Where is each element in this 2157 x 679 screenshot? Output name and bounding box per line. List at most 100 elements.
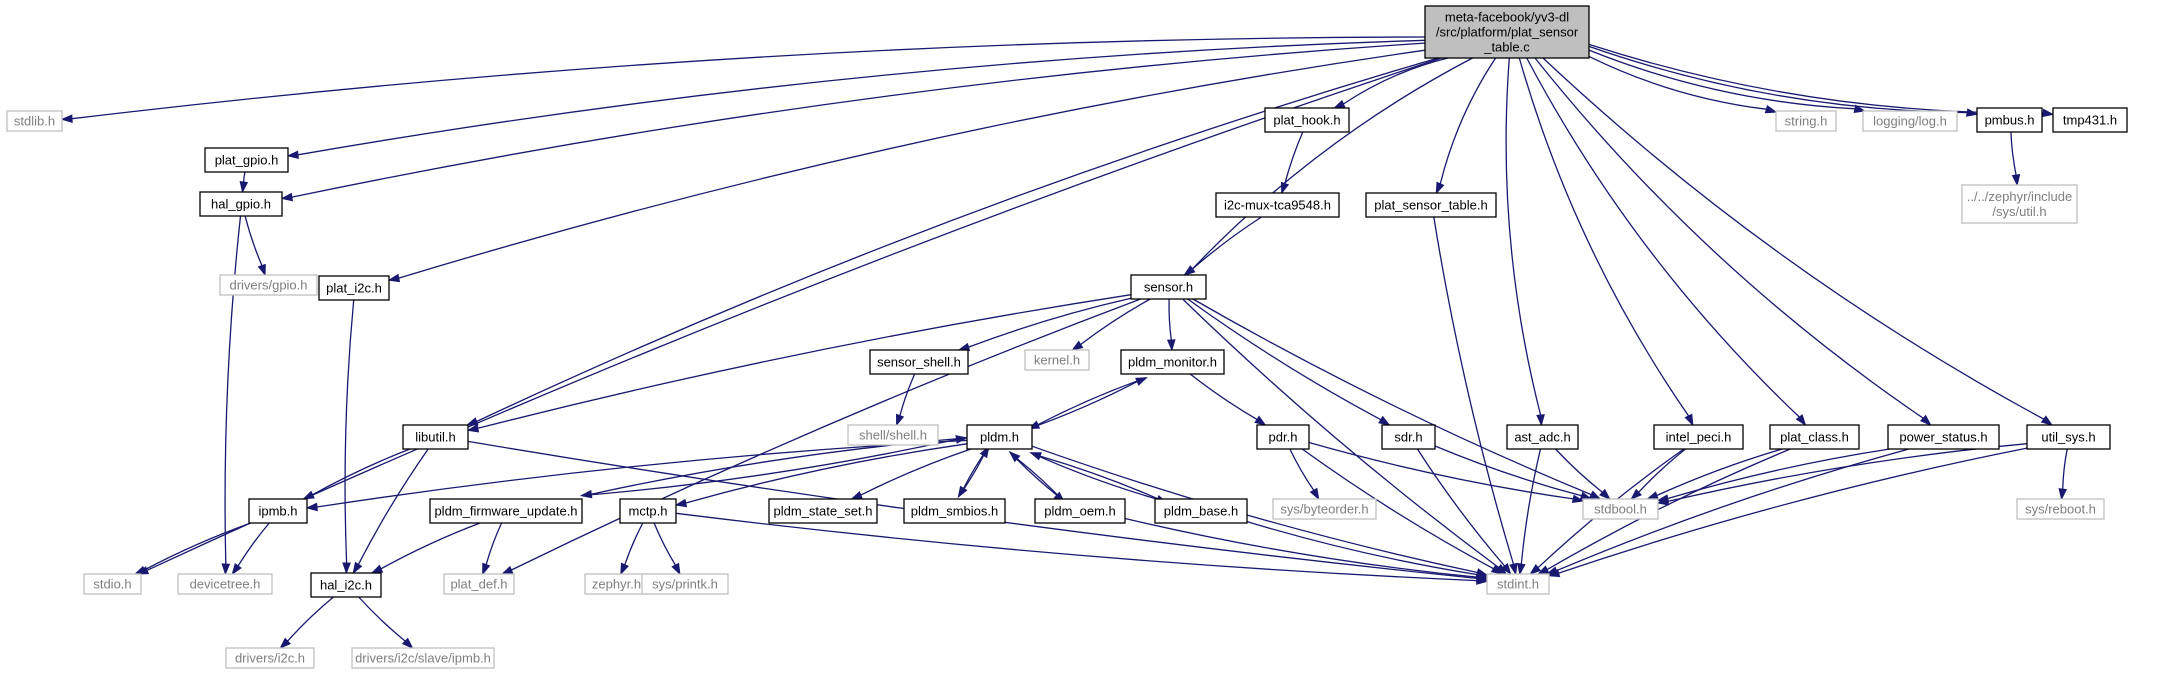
edge-ast_adc-to-stdbool (1555, 448, 1611, 500)
edge-sensor_shell-to-shell (895, 373, 916, 427)
node-plat-i2c[interactable]: plat_i2c.h (318, 275, 390, 301)
edge-hal_gpio-to-devicetree (221, 215, 242, 576)
node-label: plat_sensor_table.h (1374, 198, 1487, 213)
node-label: meta-facebook/yv3-dl (1445, 10, 1569, 25)
node-zephyr-util: ../../zephyr/include/sys/util.h (1961, 184, 2078, 224)
node-label: sensor.h (1144, 280, 1193, 295)
edge-root-to-plat_hook (1332, 57, 1449, 109)
node-hal-gpio[interactable]: hal_gpio.h (199, 191, 283, 217)
node-plat-hook[interactable]: plat_hook.h (1264, 107, 1350, 133)
edge-mctp-to-stdint (675, 512, 1489, 585)
node-drivers-gpio: drivers/gpio.h (219, 274, 318, 296)
node-label: shell/shell.h (859, 428, 927, 443)
node-pldm-oem[interactable]: pldm_oem.h (1034, 498, 1126, 524)
node-ipmb[interactable]: ipmb.h (248, 498, 308, 524)
node-mux[interactable]: i2c-mux-tca9548.h (1215, 192, 1340, 218)
edge-root-to-plat_i2c (387, 49, 1426, 283)
node-pldm-monitor[interactable]: pldm_monitor.h (1120, 349, 1225, 375)
edge-root-to-intel_peci (1518, 57, 1694, 427)
edge-pldm-to-pldm_base (1030, 452, 1169, 504)
node-label: /src/platform/plat_sensor (1436, 25, 1579, 40)
edge-pldm-to-mctp (674, 443, 968, 508)
edge-sensor-to-plat_def (500, 298, 1141, 575)
edge-plat_class-to-stdbool (1646, 448, 1783, 500)
node-label: power_status.h (1899, 430, 1987, 445)
edge-hal_gpio-to-drivers_gpio (244, 215, 266, 277)
node-label: sys/byteorder.h (1280, 502, 1368, 517)
node-label: pmbus.h (1985, 113, 2035, 128)
node-label: util_sys.h (2041, 430, 2095, 445)
edge-root-to-power_status (1534, 57, 1932, 427)
node-label: pldm_state_set.h (773, 504, 872, 519)
node-label: ast_adc.h (1514, 430, 1570, 445)
node-label: stdlib.h (14, 114, 55, 129)
node-drivers-slave: drivers/i2c/slave/ipmb.h (351, 647, 495, 669)
edge-pmbus-to-zephyr_util (2010, 131, 2021, 187)
edge-ipmb-to-devicetree (231, 522, 270, 576)
node-ast-adc[interactable]: ast_adc.h (1506, 424, 1579, 450)
node-sensor-shell[interactable]: sensor_shell.h (869, 349, 969, 375)
node-plat-class[interactable]: plat_class.h (1769, 424, 1860, 450)
node-mctp[interactable]: mctp.h (619, 498, 677, 524)
edge-root-to-stdio (136, 57, 1442, 575)
node-label: ../../zephyr/include (1967, 189, 2073, 204)
node-label: ipmb.h (258, 504, 297, 519)
edge-pldm-to-pldm_monitor (1028, 377, 1148, 430)
node-label: tmp431.h (2063, 113, 2117, 128)
edge-pdr-to-byteorder (1289, 448, 1320, 501)
node-pmbus[interactable]: pmbus.h (1976, 107, 2043, 133)
node-label: string.h (1785, 114, 1828, 129)
node-sensor[interactable]: sensor.h (1130, 274, 1207, 300)
edge-hal_i2c-to-drivers_slave (358, 596, 414, 650)
node-label: kernel.h (1034, 353, 1080, 368)
edge-pldm_base-to-pldm (1029, 452, 1168, 504)
edge-plat_sensor_table-to-stdint (1433, 216, 1518, 576)
node-util-sys[interactable]: util_sys.h (2026, 424, 2111, 450)
node-drivers-i2c: drivers/i2c.h (225, 647, 315, 669)
node-intel-peci[interactable]: intel_peci.h (1653, 424, 1744, 450)
node-hal-i2c[interactable]: hal_i2c.h (310, 572, 382, 598)
edge-ast_adc-to-stdint (1517, 448, 1542, 576)
edge-hal_i2c-to-drivers_i2c (279, 596, 334, 650)
node-libutil[interactable]: libutil.h (402, 424, 469, 450)
node-pldm-fw[interactable]: pldm_firmware_update.h (429, 498, 583, 524)
node-pldm[interactable]: pldm.h (966, 424, 1033, 450)
node-label: pldm_base.h (1164, 504, 1238, 519)
node-devicetree: devicetree.h (177, 573, 273, 595)
node-label: hal_gpio.h (211, 197, 271, 212)
node-label: pldm_monitor.h (1128, 355, 1217, 370)
node-kernel: kernel.h (1024, 349, 1090, 371)
node-pldm-base[interactable]: pldm_base.h (1154, 498, 1248, 524)
node-power-status[interactable]: power_status.h (1887, 424, 2000, 450)
edge-pldm_monitor-to-pdr (1189, 373, 1267, 426)
node-pldm-state[interactable]: pldm_state_set.h (768, 498, 878, 524)
edges (60, 36, 2068, 650)
edge-pldm_fw-to-pldm (581, 435, 968, 497)
edge-plat_i2c-to-hal_i2c (342, 299, 355, 575)
node-label: pdr.h (1269, 430, 1298, 445)
node-root-file[interactable]: meta-facebook/yv3-dl/src/platform/plat_s… (1424, 5, 1590, 59)
edge-root-to-hal_gpio (280, 42, 1426, 202)
node-label: sensor_shell.h (877, 355, 961, 370)
edge-intel_peci-to-stdbool (1630, 448, 1686, 500)
node-label: drivers/i2c.h (235, 651, 305, 666)
node-shell: shell/shell.h (847, 424, 939, 446)
node-tmp431[interactable]: tmp431.h (2052, 107, 2128, 133)
edge-mctp-to-zephyr (620, 522, 644, 576)
node-label: sys/reboot.h (2025, 502, 2096, 517)
edge-sensor-to-libutil (466, 294, 1132, 433)
edge-root-to-util_sys (1542, 57, 2054, 426)
edge-mux-to-sensor (1183, 216, 1262, 276)
node-pdr[interactable]: pdr.h (1256, 424, 1310, 450)
node-sdr[interactable]: sdr.h (1381, 424, 1436, 450)
node-plat-sensor-table[interactable]: plat_sensor_table.h (1365, 192, 1497, 218)
node-stdio: stdio.h (83, 573, 142, 595)
edge-sdr-to-stdbool (1434, 445, 1593, 500)
node-plat-gpio[interactable]: plat_gpio.h (204, 147, 289, 173)
node-log: logging/log.h (1862, 110, 1958, 132)
node-pldm-smbios[interactable]: pldm_smbios.h (903, 498, 1006, 524)
node-reboot: sys/reboot.h (2016, 498, 2105, 520)
edge-sensor-to-sensor_shell (957, 297, 1132, 352)
edge-pldm_base-to-stdint (1246, 520, 1489, 579)
